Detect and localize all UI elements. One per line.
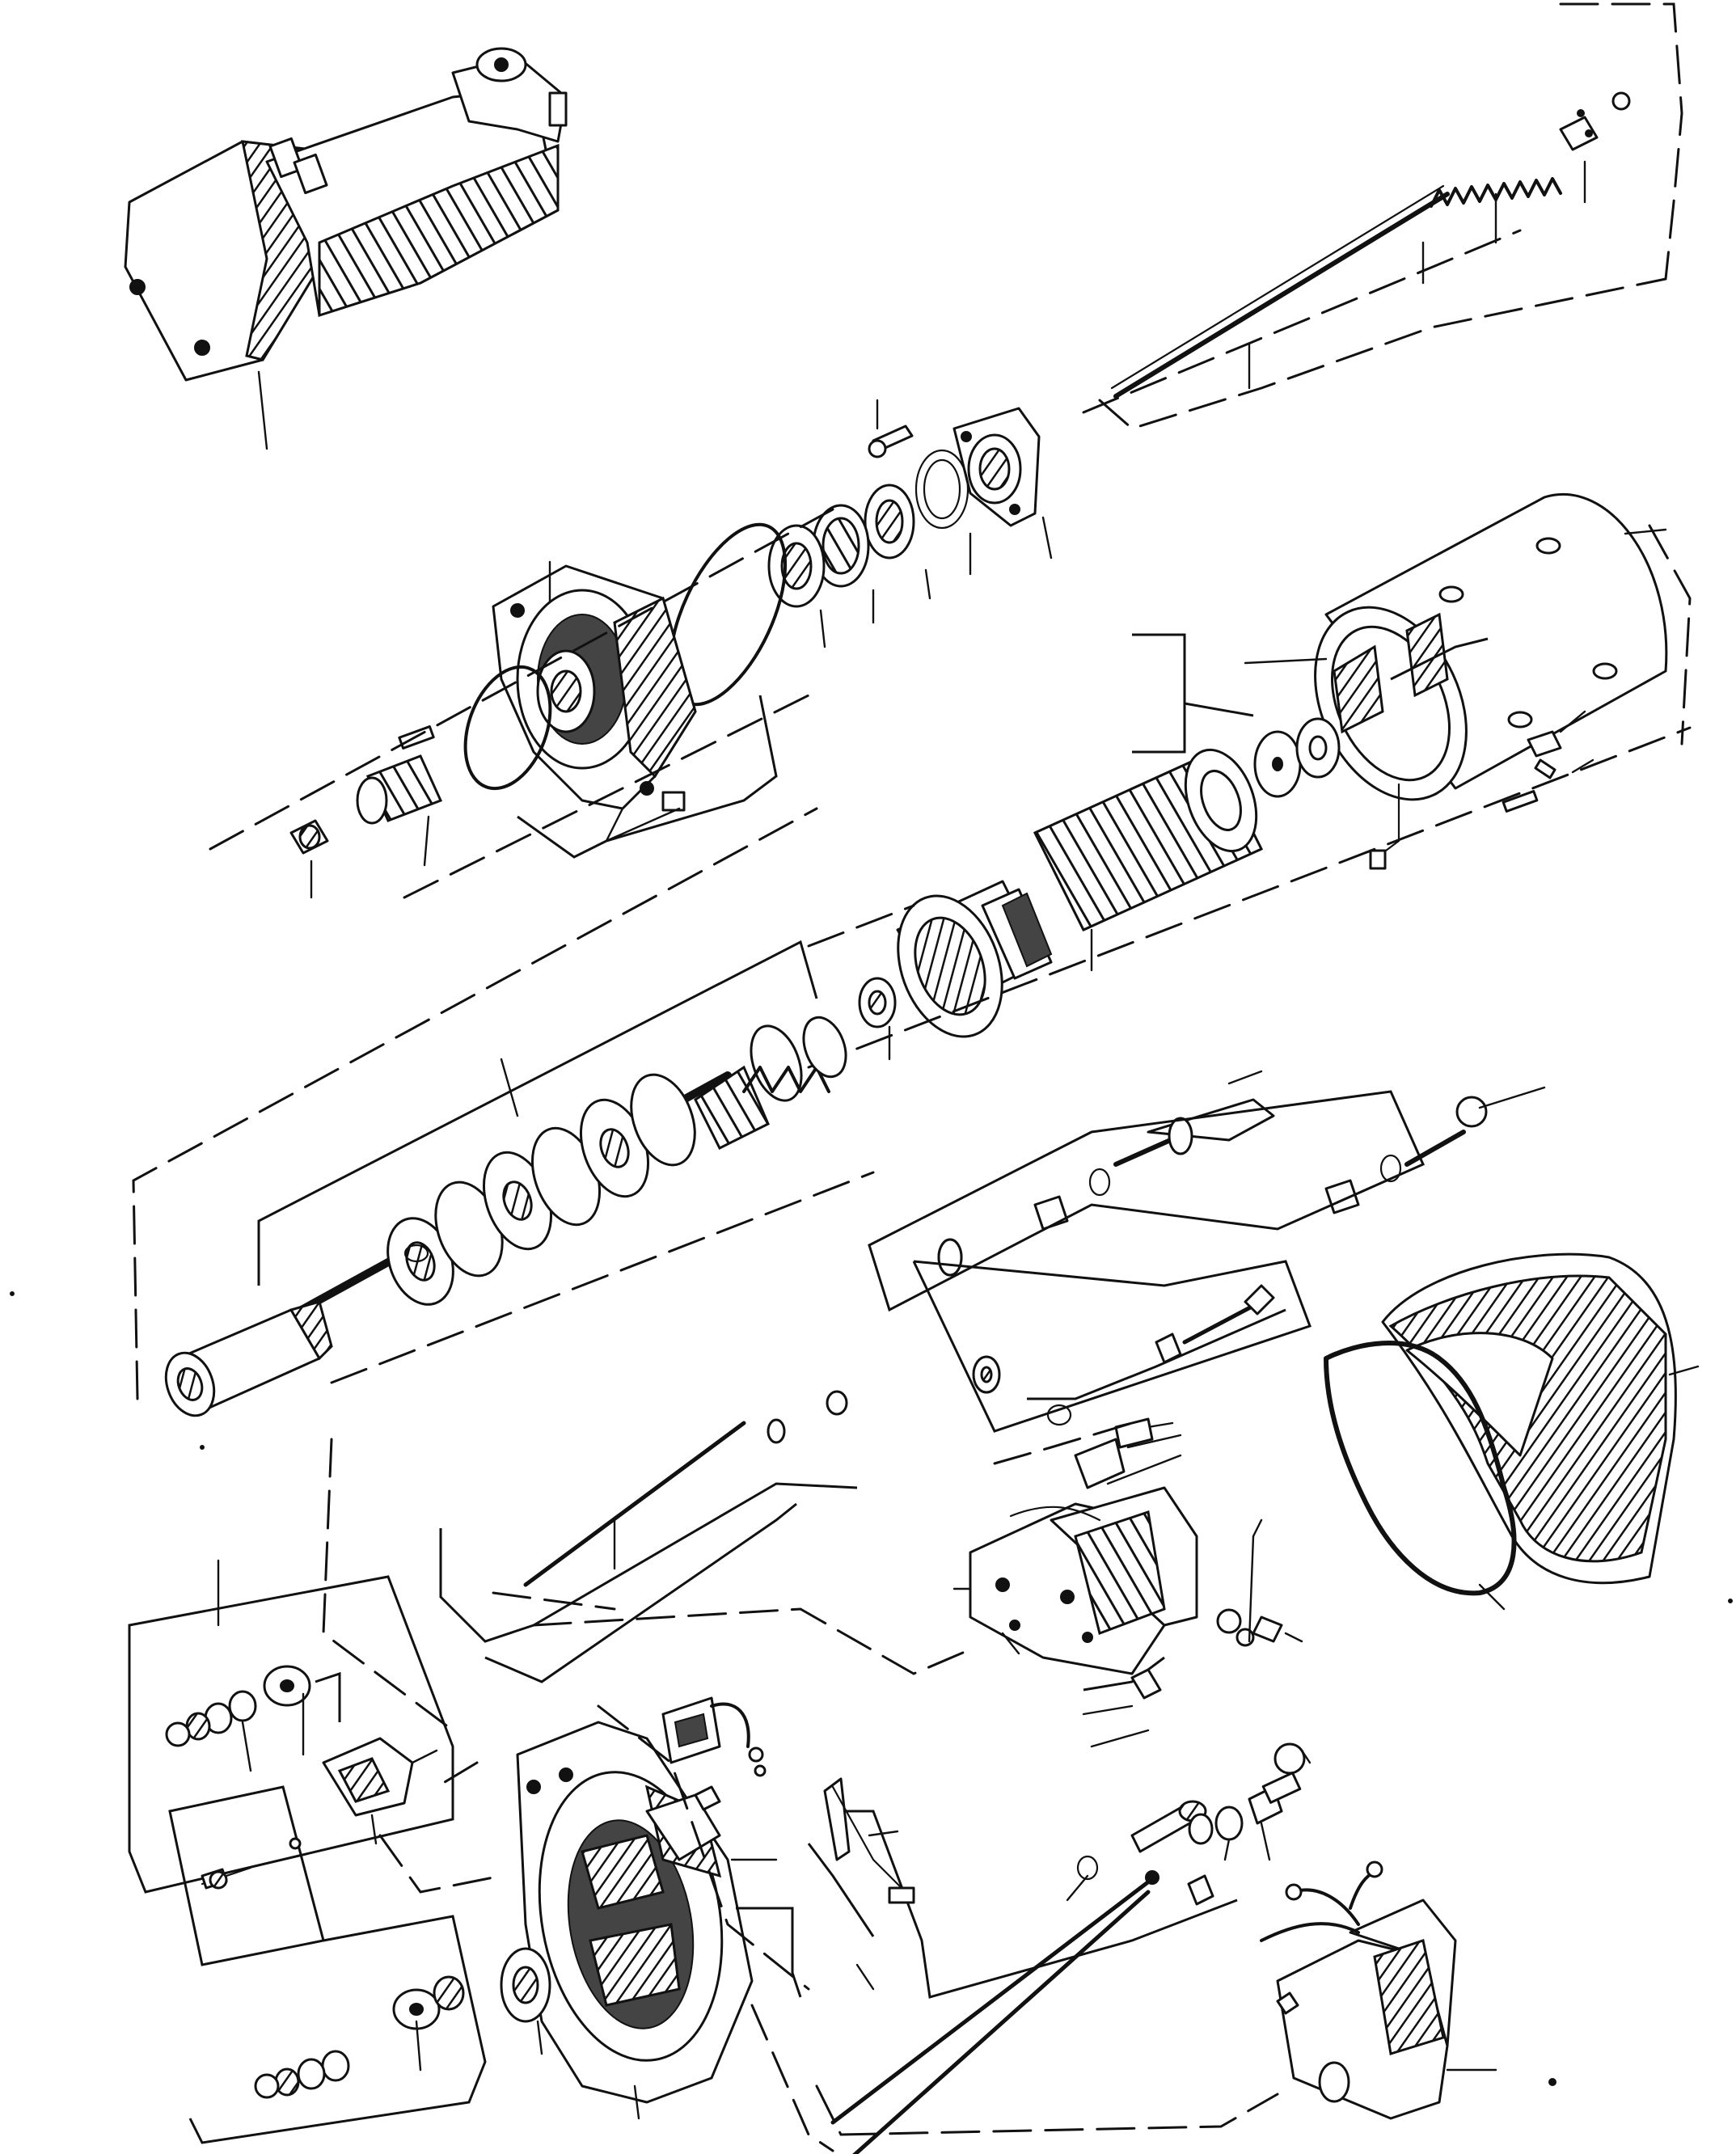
clutch-pawls (386, 1073, 696, 1306)
kit-3-parts (254, 1975, 465, 2099)
stud-hardware (833, 1742, 1312, 1999)
hardware-kits (128, 1438, 503, 2144)
brush-holder-plate (952, 1417, 1303, 1748)
cover-band (1324, 1252, 1700, 1611)
kit-2-parts (201, 1837, 302, 1890)
starter-motor-assembly (124, 47, 568, 450)
overrunning-clutch-shaft (132, 694, 915, 1417)
kit-terminal-block (322, 1737, 438, 1845)
through-bolts (439, 1390, 1159, 2154)
brush-assemblies (661, 1696, 915, 1937)
scan-marks (10, 1291, 1733, 1603)
solenoid-relay (815, 1860, 1556, 2136)
bearings (767, 484, 931, 648)
plunger-rod-spring (1098, 2, 1683, 430)
terminal-studs (868, 1070, 1546, 1312)
kit-1-parts (165, 1665, 311, 1772)
drive-end-plate (868, 229, 1522, 576)
drive-end-housing (463, 522, 788, 859)
pinion-gear (289, 725, 443, 899)
armature (807, 726, 1692, 1069)
guide-lines (209, 508, 1134, 2152)
washer-group-middle (912, 1238, 1312, 1433)
commutator-end-frame (435, 1721, 802, 2120)
thrust-washers (1132, 633, 1341, 798)
